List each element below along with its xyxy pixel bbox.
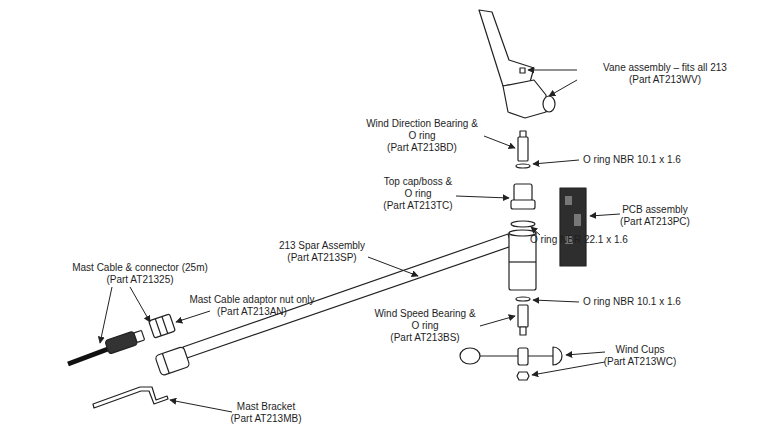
pcb-board [560, 188, 586, 266]
vane-fin [479, 10, 534, 86]
nut-ridge [162, 317, 168, 334]
vane-nose [543, 96, 555, 112]
leader-line [566, 352, 605, 355]
cable-connector [105, 331, 138, 354]
cup-arm [472, 355, 553, 356]
direction-bearing [518, 137, 528, 161]
spar-connector [155, 346, 190, 376]
o-ring-spec: O ring NBR 22.1 x 1.6 [530, 234, 628, 246]
part-number: (Part AT213SP) [287, 252, 356, 264]
mast-bracket [93, 387, 168, 408]
bearing-pin [520, 327, 526, 335]
leader-line [484, 136, 515, 148]
part-label: Wind Speed Bearing & O ring [373, 308, 477, 332]
o-ring-spec: O ring NBR 10.1 x 1.6 [583, 154, 681, 166]
part-number: (Part AT213TC) [383, 200, 452, 212]
leader-line [590, 214, 620, 216]
body-seam [509, 261, 536, 262]
part-number: (Part AT213AN) [217, 306, 287, 318]
part-label: Mast Bracket [237, 401, 295, 413]
leader-line [549, 80, 577, 96]
part-label: Wind Direction Bearing & O ring [363, 118, 481, 142]
connector-ridge [162, 353, 169, 373]
part-number: (Part AT213WV) [629, 74, 701, 86]
part-number: (Part AT213MB) [231, 413, 302, 425]
part-number: (Part AT213BD) [387, 142, 457, 154]
spar-tube [183, 234, 512, 358]
part-label: Mast Cable & connector (25m) [72, 262, 208, 274]
o-ring-spec: O ring NBR 10.1 x 1.6 [583, 296, 681, 308]
leader-line [368, 257, 418, 276]
cup-nut [517, 372, 529, 380]
connector-tip [134, 330, 145, 342]
o-ring [516, 164, 530, 168]
part-label: Top cap/boss & O ring [383, 176, 453, 200]
cup-hub [518, 348, 528, 365]
vane-screw [520, 68, 525, 73]
leader-line [532, 362, 605, 375]
part-number: (Part AT21325) [106, 274, 173, 286]
speed-bearing [518, 305, 528, 327]
o-ring [511, 221, 535, 227]
vane-body [503, 80, 546, 118]
part-label: 213 Spar Assembly [279, 240, 365, 252]
pcb-chip [574, 214, 581, 226]
leader-line [480, 316, 515, 326]
leader-line [100, 287, 112, 343]
pcb-chip [565, 196, 572, 205]
wind-cup [553, 347, 562, 365]
part-number: (Part AT213WC) [604, 356, 677, 368]
leader-line [456, 196, 509, 198]
leader-line [130, 287, 150, 322]
wind-cup [460, 348, 480, 364]
part-label: PCB assembly [622, 204, 688, 216]
leader-line [533, 160, 579, 164]
leader-line [176, 311, 210, 322]
top-cap [514, 184, 532, 201]
leader-line [531, 227, 540, 235]
leader-line [533, 300, 579, 302]
top-cap-flange [511, 200, 535, 209]
leader-line [528, 70, 577, 71]
part-label: Vane assembly – fits all 213 [603, 62, 727, 74]
part-number: (Part AT213BS) [390, 332, 459, 344]
nut-ridge [155, 319, 161, 336]
mast-cable [68, 349, 108, 364]
o-ring [516, 297, 530, 301]
leader-line [170, 400, 232, 412]
part-label: Wind Cups [616, 344, 665, 356]
adaptor-nut [149, 314, 176, 338]
part-number: (Part AT213PC) [620, 216, 690, 228]
part-label: Mast Cable adaptor nut only [189, 294, 314, 306]
